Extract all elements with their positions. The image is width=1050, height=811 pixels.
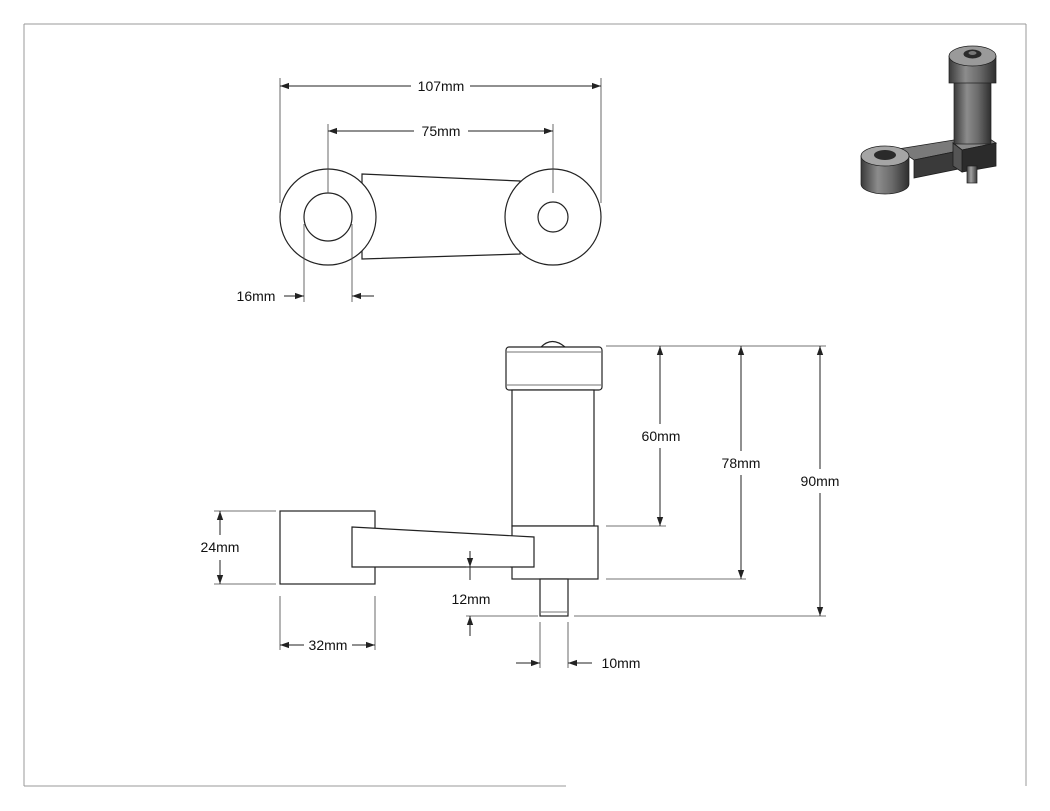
top-view-left-bore [303, 192, 353, 242]
top-view-arm [361, 173, 521, 260]
dim-bore-diameter: 16mm [237, 288, 276, 304]
dim-pin-diameter: 10mm [602, 655, 641, 671]
dim-handle-length: 60mm [642, 428, 681, 444]
dim-boss-width: 32mm [309, 637, 348, 653]
top-view-right-pin [537, 201, 569, 233]
dim-overall-height: 90mm [801, 473, 840, 489]
dim-overall-length: 107mm [418, 78, 465, 94]
front-view: 24mm 32mm 12mm 10mm 60mm 78mm [201, 340, 840, 671]
front-view-boss [279, 510, 376, 585]
dim-center-distance: 75mm [422, 123, 461, 139]
iso-render [860, 45, 998, 195]
front-view-handle [511, 389, 595, 527]
dim-handle-height: 78mm [722, 455, 761, 471]
front-view-cap [505, 346, 603, 391]
front-view-pin [539, 578, 569, 617]
front-view-arm [351, 526, 535, 568]
dim-arm-thickness: 12mm [452, 591, 491, 607]
top-view: 107mm 75mm 16mm [237, 78, 602, 304]
dim-arm-height: 24mm [201, 539, 240, 555]
sheet-border [23, 23, 1027, 787]
